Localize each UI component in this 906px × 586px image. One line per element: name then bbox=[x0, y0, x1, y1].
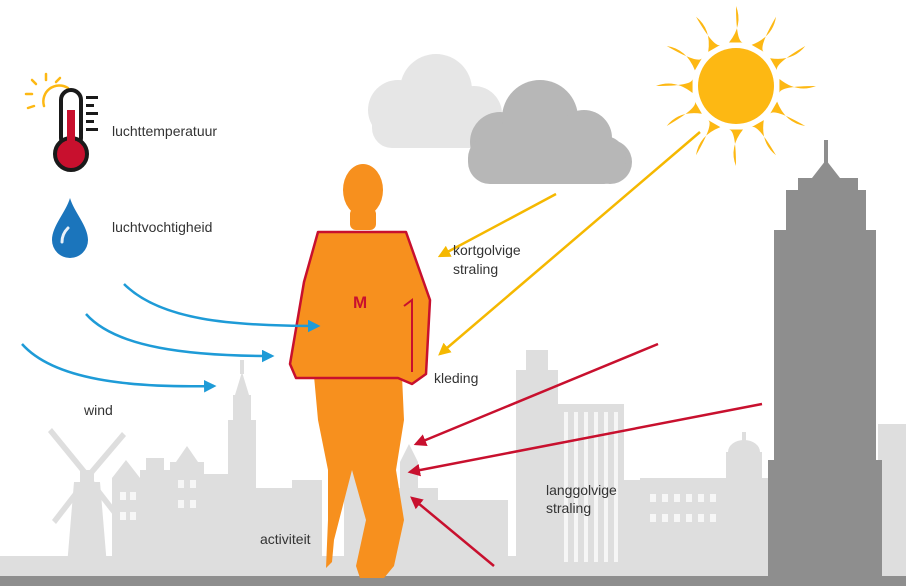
cloud-dark bbox=[468, 80, 632, 184]
shortwave-radiation-label-line1: kortgolvige bbox=[453, 242, 521, 258]
sun-ray bbox=[770, 101, 806, 126]
sun-ray bbox=[779, 78, 816, 94]
longwave-radiation-label-line2: straling bbox=[546, 500, 592, 516]
humidity-label: luchtvochtigheid bbox=[112, 219, 213, 235]
sun-ray bbox=[666, 101, 702, 126]
longwave-arrow-3 bbox=[410, 496, 495, 567]
longwave-arrow-2 bbox=[407, 402, 763, 477]
sun-ray bbox=[751, 16, 776, 52]
sun-ray bbox=[656, 78, 693, 94]
sun-ray bbox=[696, 120, 721, 156]
longwave-radiation-label-line1: langgolvige bbox=[546, 482, 617, 498]
ground bbox=[0, 576, 906, 586]
sun-ray bbox=[666, 46, 702, 71]
shortwave-radiation-arrows bbox=[437, 131, 701, 356]
air-temperature-label: luchttemperatuur bbox=[112, 123, 218, 139]
wind-arrow-2 bbox=[85, 313, 275, 363]
wind-arrow-3 bbox=[21, 343, 217, 393]
wind-label: wind bbox=[84, 402, 113, 418]
sun-ray bbox=[728, 6, 744, 43]
thermometer-sun-icon bbox=[24, 72, 98, 172]
skyscraper bbox=[768, 140, 882, 578]
person-figure bbox=[290, 164, 430, 578]
sun-ray bbox=[751, 120, 776, 156]
jacket-outline bbox=[288, 230, 432, 386]
sun-ray bbox=[728, 129, 744, 166]
metabolism-label: M bbox=[353, 293, 368, 312]
longwave-radiation-arrows bbox=[407, 342, 763, 567]
arm-outline bbox=[403, 298, 413, 372]
activity-label: activiteit bbox=[260, 531, 311, 547]
shortwave-radiation-label-line2: straling bbox=[453, 261, 499, 277]
shortwave-arrow-2 bbox=[438, 131, 701, 356]
windmill bbox=[48, 428, 126, 578]
wind-arrow-1 bbox=[123, 283, 321, 333]
sun-icon bbox=[656, 6, 816, 166]
clothing-label: kleding bbox=[434, 370, 479, 386]
longwave-arrow-1 bbox=[413, 342, 659, 446]
sun-ray bbox=[696, 16, 721, 52]
water-drop-icon bbox=[52, 198, 88, 258]
shortwave-arrow-1 bbox=[437, 192, 557, 258]
building-windows bbox=[120, 412, 716, 562]
wind-arrows bbox=[21, 283, 321, 393]
sun-ray bbox=[770, 46, 806, 71]
